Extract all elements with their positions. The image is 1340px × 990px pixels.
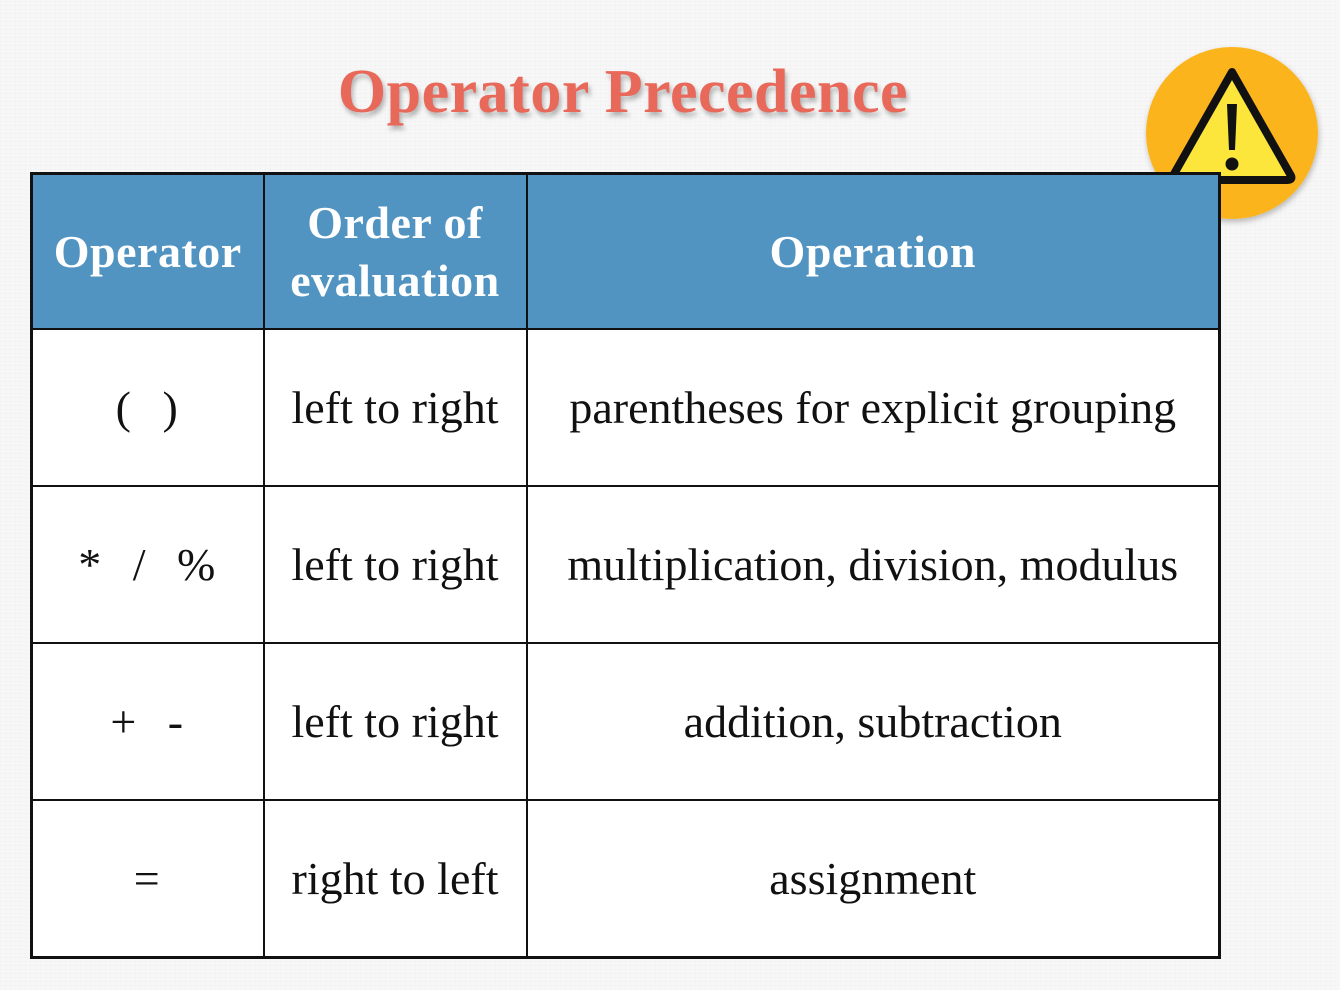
header-operator: Operator (30, 172, 265, 330)
operator-cell: + - (30, 642, 265, 801)
page-title: Operator Precedence (337, 58, 909, 126)
operation-cell: parentheses for explicit grouping (525, 328, 1221, 487)
header-row: Operator Order of evaluation Operation (30, 172, 1221, 330)
operation-cell: assignment (525, 799, 1221, 959)
header-operation: Operation (525, 172, 1221, 330)
order-cell: left to right (262, 485, 528, 644)
precedence-table: Operator Order of evaluation Operation (… (30, 172, 1221, 959)
operator-cell: = (30, 799, 265, 959)
operation-cell: addition, subtraction (525, 642, 1221, 801)
operation-cell: multiplication, division, modulus (525, 485, 1221, 644)
header-order-of-evaluation: Order of evaluation (262, 172, 528, 330)
table-row: ( ) left to right parentheses for explic… (30, 328, 1221, 487)
operator-cell: ( ) (30, 328, 265, 487)
order-cell: left to right (262, 642, 528, 801)
table-row: = right to left assignment (30, 799, 1221, 959)
order-cell: left to right (262, 328, 528, 487)
table-row: + - left to right addition, subtraction (30, 642, 1221, 801)
operator-cell: * / % (30, 485, 265, 644)
table-row: * / % left to right multiplication, divi… (30, 485, 1221, 644)
order-cell: right to left (262, 799, 528, 959)
